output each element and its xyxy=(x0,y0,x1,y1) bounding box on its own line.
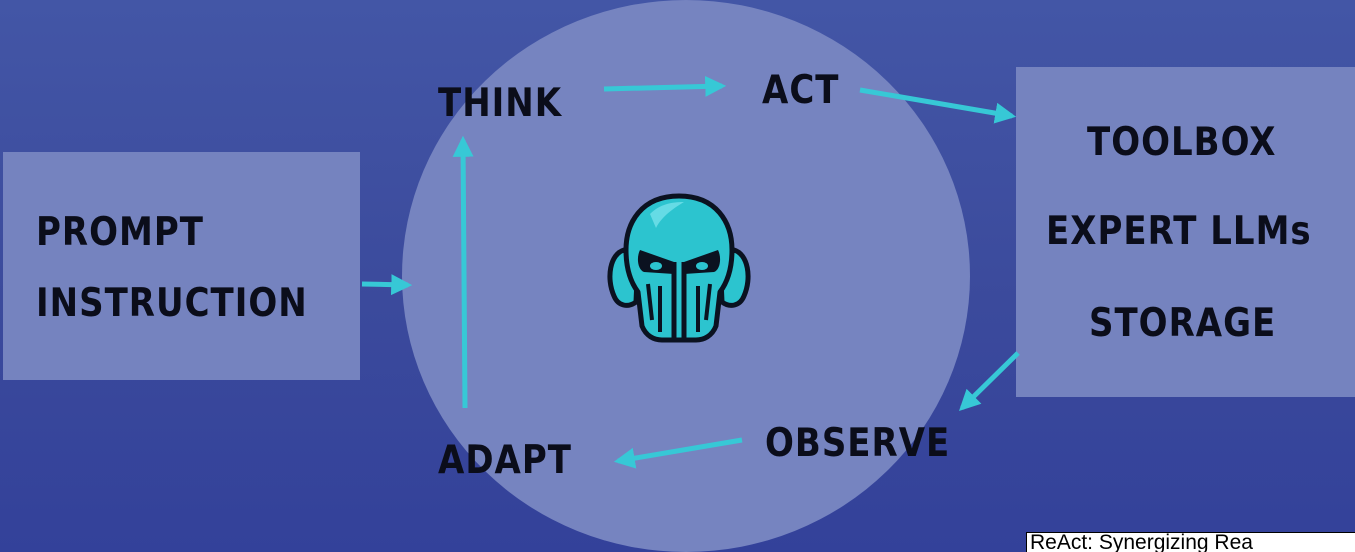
arrow-act-to-tools xyxy=(860,90,1012,116)
expert-llms-label: EXPERT LLMs xyxy=(1046,212,1312,251)
arrow-observe-to-adapt xyxy=(618,440,742,461)
arrow-think-to-act xyxy=(604,86,722,89)
arrow-prompt-to-loop xyxy=(362,284,408,285)
robot-helmet-icon xyxy=(604,192,754,344)
observe-label: OBSERVE xyxy=(765,424,950,463)
adapt-label: ADAPT xyxy=(438,441,572,480)
citation-caption: ReAct: Synergizing Rea xyxy=(1026,532,1355,552)
instruction-label: INSTRUCTION xyxy=(36,284,308,323)
act-label: ACT xyxy=(762,71,839,110)
storage-label: STORAGE xyxy=(1089,304,1276,343)
arrow-tools-to-observe xyxy=(962,353,1018,408)
think-label: THINK xyxy=(438,84,562,123)
arrow-adapt-to-think xyxy=(463,140,465,408)
toolbox-label: TOOLBOX xyxy=(1087,123,1276,162)
prompt-label: PROMPT xyxy=(36,213,204,252)
